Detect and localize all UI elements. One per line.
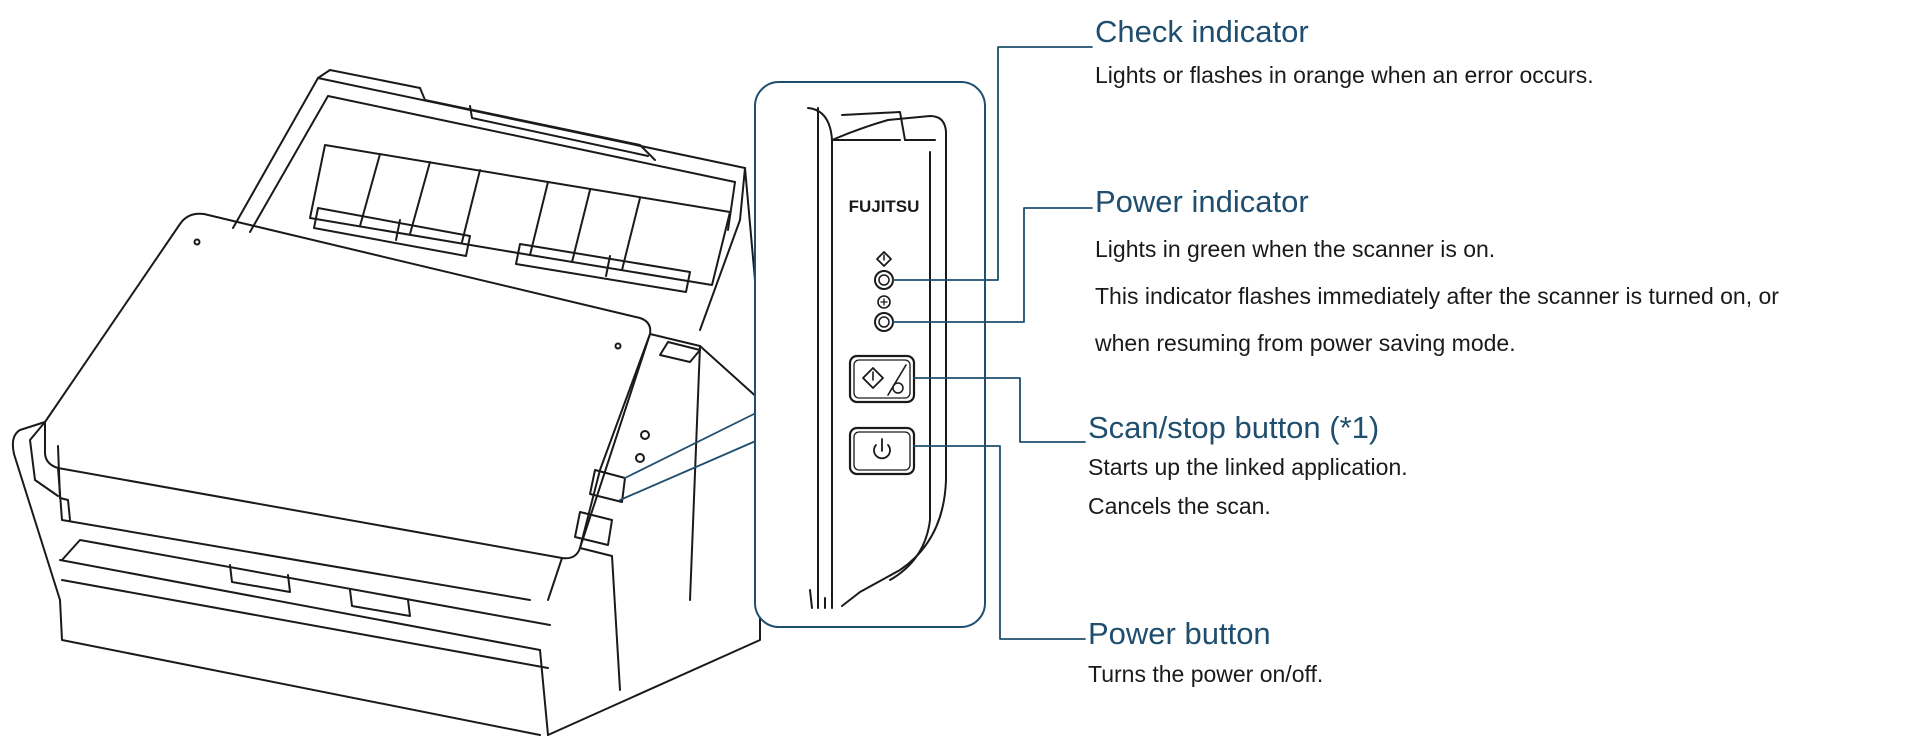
callout-description: This indicator flashes immediately after… xyxy=(1095,283,1779,309)
callout-description: Lights or flashes in orange when an erro… xyxy=(1095,62,1594,88)
power-icon xyxy=(873,438,891,460)
leader-power-button xyxy=(913,445,1086,640)
callout-description: Turns the power on/off. xyxy=(1088,661,1324,687)
callout-description: Lights in green when the scanner is on. xyxy=(1095,236,1496,262)
callout-title: Check indicator xyxy=(1095,14,1309,49)
callout-title: Power indicator xyxy=(1095,184,1309,219)
callout-description: Starts up the linked application. xyxy=(1088,454,1408,480)
leader-lines xyxy=(892,46,1093,640)
diamond-exclamation-icon xyxy=(876,251,892,267)
callout-power-indicator: Power indicator Lights in green when the… xyxy=(1095,184,1779,361)
callout-description: Cancels the scan. xyxy=(1088,493,1271,519)
callout-power-button: Power button Turns the power on/off. xyxy=(1088,616,1323,692)
callout-check-indicator: Check indicator Lights or flashes in ora… xyxy=(1095,14,1594,93)
leader-scan xyxy=(913,377,1086,443)
zoom-panel xyxy=(754,81,986,628)
scan-stop-button[interactable] xyxy=(848,354,916,404)
callout-scan-stop-button: Scan/stop button (*1) Starts up the link… xyxy=(1088,410,1408,524)
zoom-lines xyxy=(619,411,759,501)
scanner-body xyxy=(11,212,761,736)
power-plug-icon xyxy=(877,295,891,309)
power-button[interactable] xyxy=(848,426,916,476)
callout-title: Scan/stop button (*1) xyxy=(1088,410,1380,445)
callout-title: Power button xyxy=(1088,616,1271,651)
brand-label: FUJITSU xyxy=(849,197,920,216)
scan-stop-icon xyxy=(862,367,884,389)
leader-power-indicator xyxy=(892,207,1093,323)
callout-description: when resuming from power saving mode. xyxy=(1095,330,1516,356)
leader-check xyxy=(892,46,1093,281)
paper-chute xyxy=(232,69,756,331)
